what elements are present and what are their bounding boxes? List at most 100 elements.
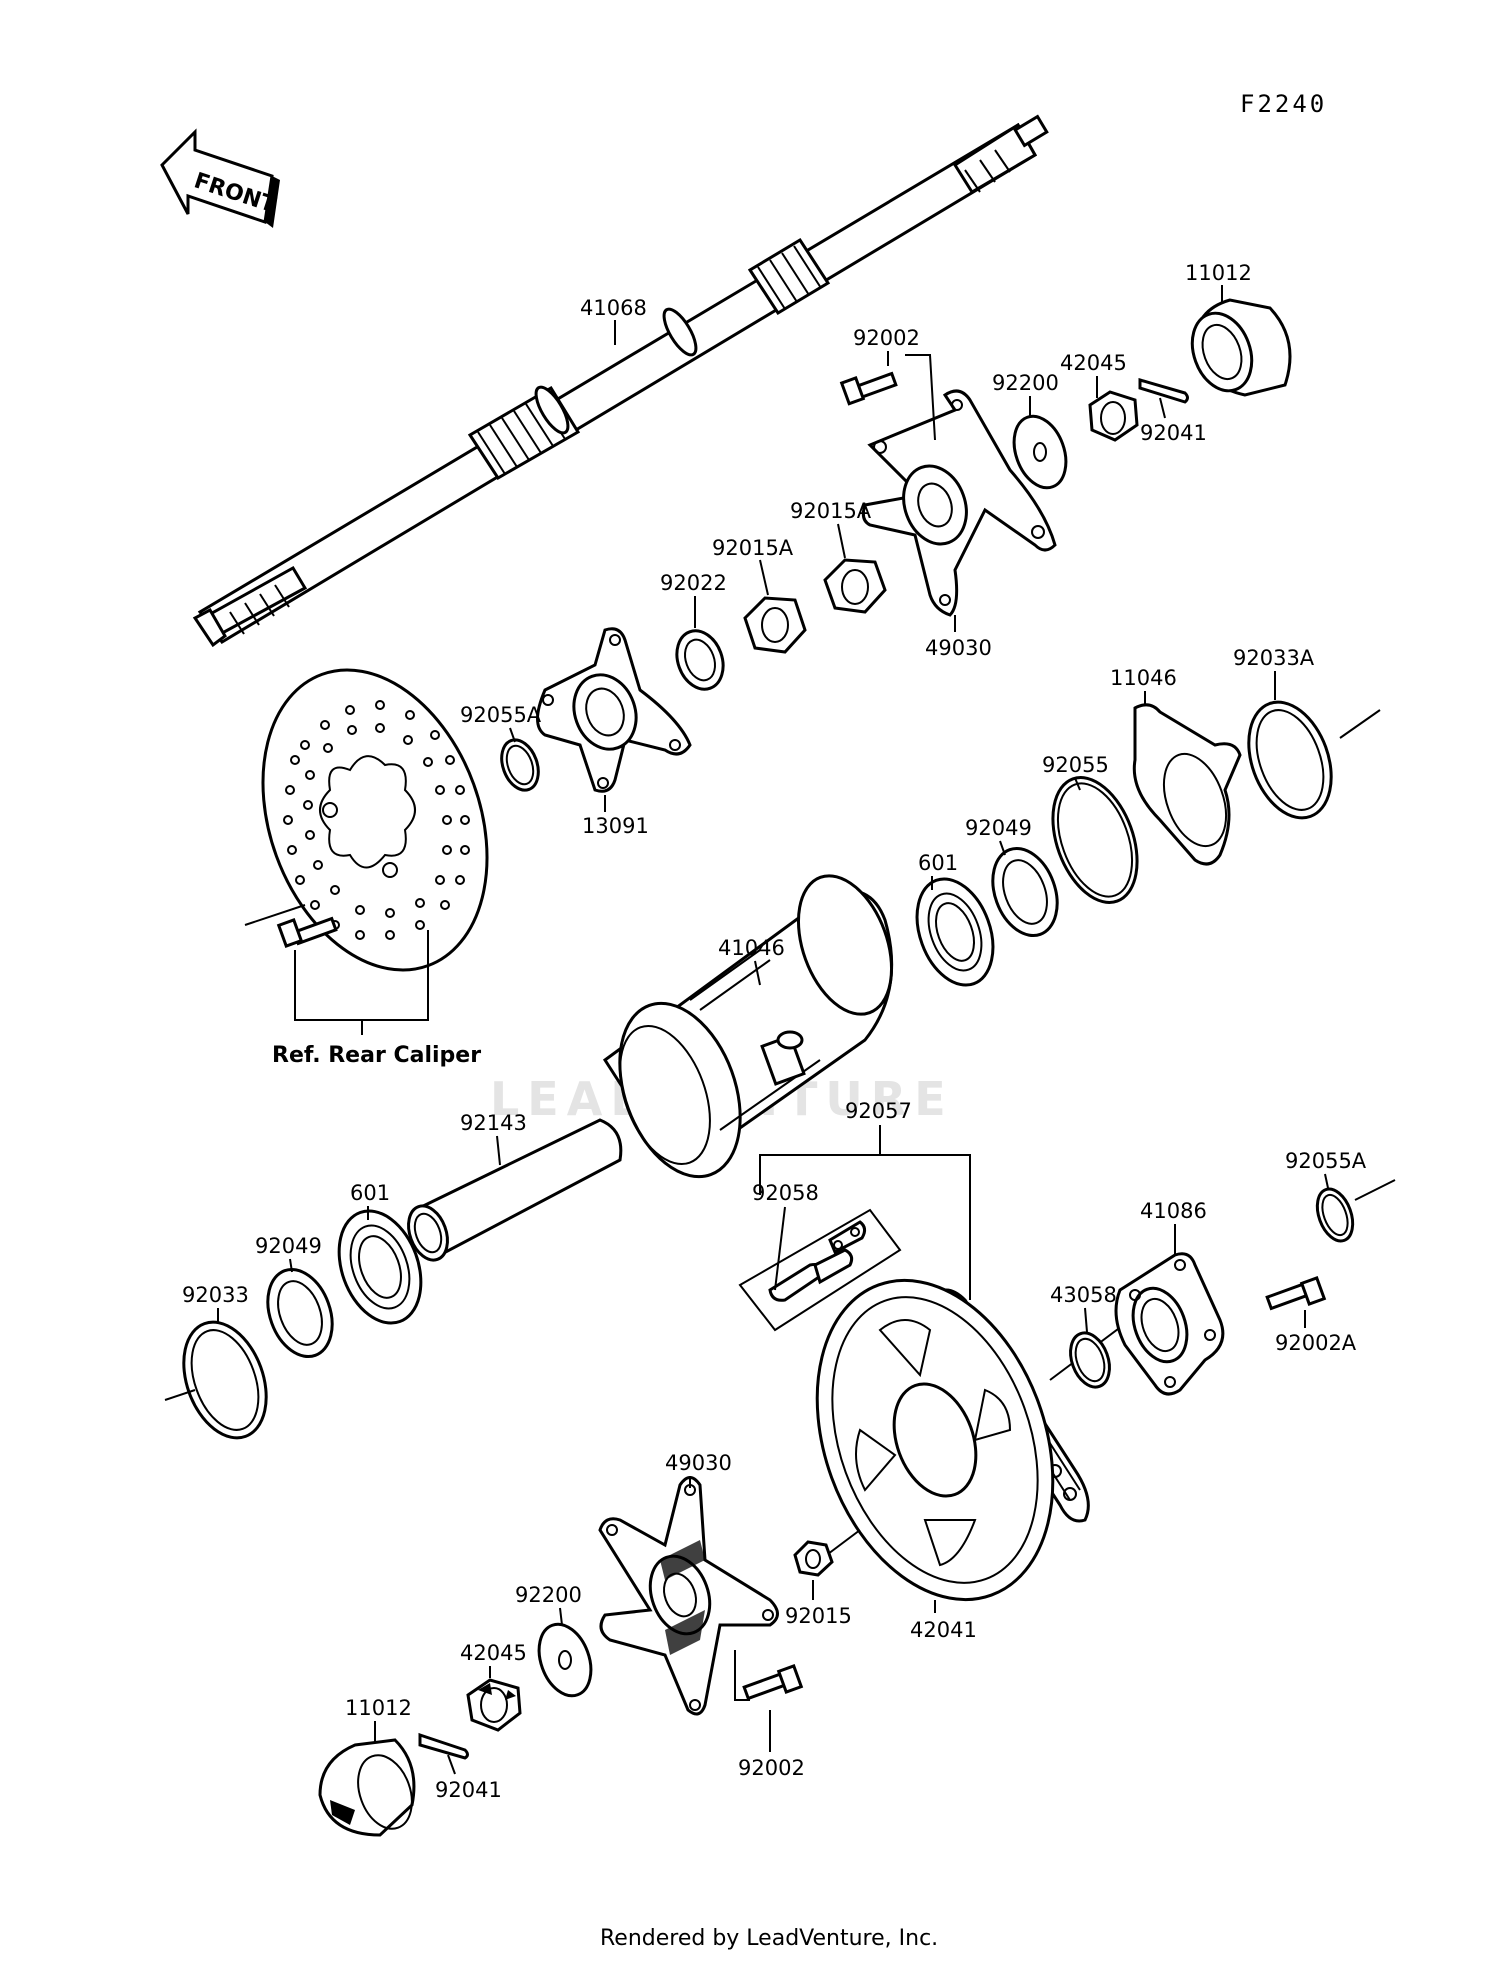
brake-disc-hub: [536, 627, 692, 793]
leader-92041-top: [1159, 397, 1166, 419]
leader-43058: [1084, 1307, 1088, 1333]
axis-line-left: [164, 1389, 196, 1401]
callout-92055A-right: 92055A: [1285, 1149, 1367, 1173]
circlip-92033A: [1247, 700, 1333, 820]
leader-92057-a: [759, 1125, 881, 1195]
callout-92200-top: 92200: [992, 371, 1059, 395]
footer-credit: Rendered by LeadVenture, Inc.: [600, 1926, 938, 1951]
callout-11012-top: 11012: [1185, 261, 1252, 285]
castle-nut-top: [1088, 390, 1139, 442]
bearing-left: [337, 1209, 423, 1325]
leader-92002-top-b: [905, 354, 936, 441]
axis-line-disc: [244, 904, 306, 926]
leader-92055A-right: [1324, 1173, 1329, 1189]
callout-92033A: 92033A: [1233, 646, 1315, 670]
leader-92002-bottom-b: [734, 1650, 750, 1701]
callout-92033: 92033: [182, 1283, 249, 1307]
callout-92015A-a: 92015A: [790, 499, 872, 523]
callout-92055: 92055: [1042, 753, 1109, 777]
callout-92041-top: 92041: [1140, 421, 1207, 445]
callout-92049-right: 92049: [965, 816, 1032, 840]
axis-line-right: [1339, 709, 1381, 739]
axle-housing: [602, 874, 894, 1179]
leader-92055: [1074, 777, 1081, 791]
leader-92057-b: [880, 1154, 971, 1300]
washer-92022: [675, 629, 725, 691]
callout-92041-bottom: 92041: [435, 1778, 502, 1802]
callout-49030-bottom: 49030: [665, 1451, 732, 1475]
locknut-a: [823, 558, 887, 614]
callout-92057: 92057: [845, 1099, 912, 1123]
callout-13091: 13091: [582, 814, 649, 838]
bearing-right: [915, 877, 995, 987]
leader-92015A-b: [759, 559, 769, 596]
callout-42045-top: 42045: [1060, 351, 1127, 375]
rear-sprocket: [815, 1278, 1055, 1602]
callout-92022: 92022: [660, 571, 727, 595]
reference-rear-caliper: Ref. Rear Caliper: [272, 1043, 481, 1068]
wheel-hub-bottom: [598, 1476, 779, 1716]
circlip-right: [1315, 1187, 1355, 1243]
leader-92049-left: [289, 1258, 293, 1273]
callout-92015A-b: 92015A: [712, 536, 794, 560]
leader-92015A-a: [837, 523, 846, 559]
leader-41046: [754, 960, 761, 986]
hub-cap-top: [1190, 298, 1292, 397]
callout-92058: 92058: [752, 1181, 819, 1205]
callout-92200-bottom: 92200: [515, 1583, 582, 1607]
cotter-pin-bottom: [418, 1732, 469, 1760]
leader-92058: [774, 1206, 786, 1291]
castle-nut-bottom: [466, 1678, 522, 1732]
disc-bolt: [276, 916, 338, 948]
washer-top: [1012, 414, 1068, 490]
sprocket-nut: [793, 1540, 834, 1577]
callout-92002-top: 92002: [853, 326, 920, 350]
bolt-bottom: [742, 1664, 804, 1701]
callout-43058: 43058: [1050, 1283, 1117, 1307]
leader-92143: [496, 1135, 501, 1166]
oil-seal-left: [266, 1267, 334, 1359]
callout-42041: 42041: [910, 1618, 977, 1642]
circlip-92033: [182, 1320, 268, 1440]
spacer-tube: [407, 1118, 623, 1262]
bolt-92002A: [1265, 1276, 1327, 1311]
axis-line-far-right: [1354, 1179, 1396, 1201]
leader-92055A-left: [509, 727, 516, 743]
locknut-b: [743, 596, 807, 654]
callout-601-left: 601: [350, 1181, 390, 1205]
callout-601-right: 601: [918, 851, 958, 875]
oil-seal-right: [991, 846, 1059, 938]
callout-92055A-left: 92055A: [460, 703, 542, 727]
front-direction-arrow: FRONT: [160, 128, 280, 228]
callout-92143: 92143: [460, 1111, 527, 1135]
wheel-hub-top: [861, 389, 1057, 617]
callout-41046: 41046: [718, 936, 785, 960]
master-link-kit: [738, 1208, 902, 1332]
leader-92049-right: [999, 840, 1006, 856]
callout-11046: 11046: [1110, 666, 1177, 690]
axle-shaft: [192, 114, 1049, 648]
leader-92041-bottom: [447, 1754, 456, 1775]
figure-id: F2240: [1240, 90, 1327, 118]
callout-92002A: 92002A: [1275, 1331, 1357, 1355]
callout-41086: 41086: [1140, 1199, 1207, 1223]
chain-guide-bracket: [1132, 703, 1242, 866]
callout-42045-bottom: 42045: [460, 1641, 527, 1665]
callout-49030-top: 49030: [925, 636, 992, 660]
washer-bottom: [537, 1622, 593, 1698]
callout-92002-bottom: 92002: [738, 1756, 805, 1780]
o-ring-92055: [1051, 776, 1139, 904]
circlip-43058: [1069, 1331, 1111, 1389]
bolt-top: [839, 371, 898, 406]
cotter-pin-top: [1138, 378, 1189, 404]
callout-92049-left: 92049: [255, 1234, 322, 1258]
hub-cap-bottom: [318, 1738, 416, 1837]
callout-92015: 92015: [785, 1604, 852, 1628]
brake-disc: [261, 668, 489, 972]
callout-11012-bottom: 11012: [345, 1696, 412, 1720]
leader-92200-bottom: [559, 1607, 563, 1626]
callout-41068: 41068: [580, 296, 647, 320]
sprocket-hub: [1114, 1252, 1225, 1396]
